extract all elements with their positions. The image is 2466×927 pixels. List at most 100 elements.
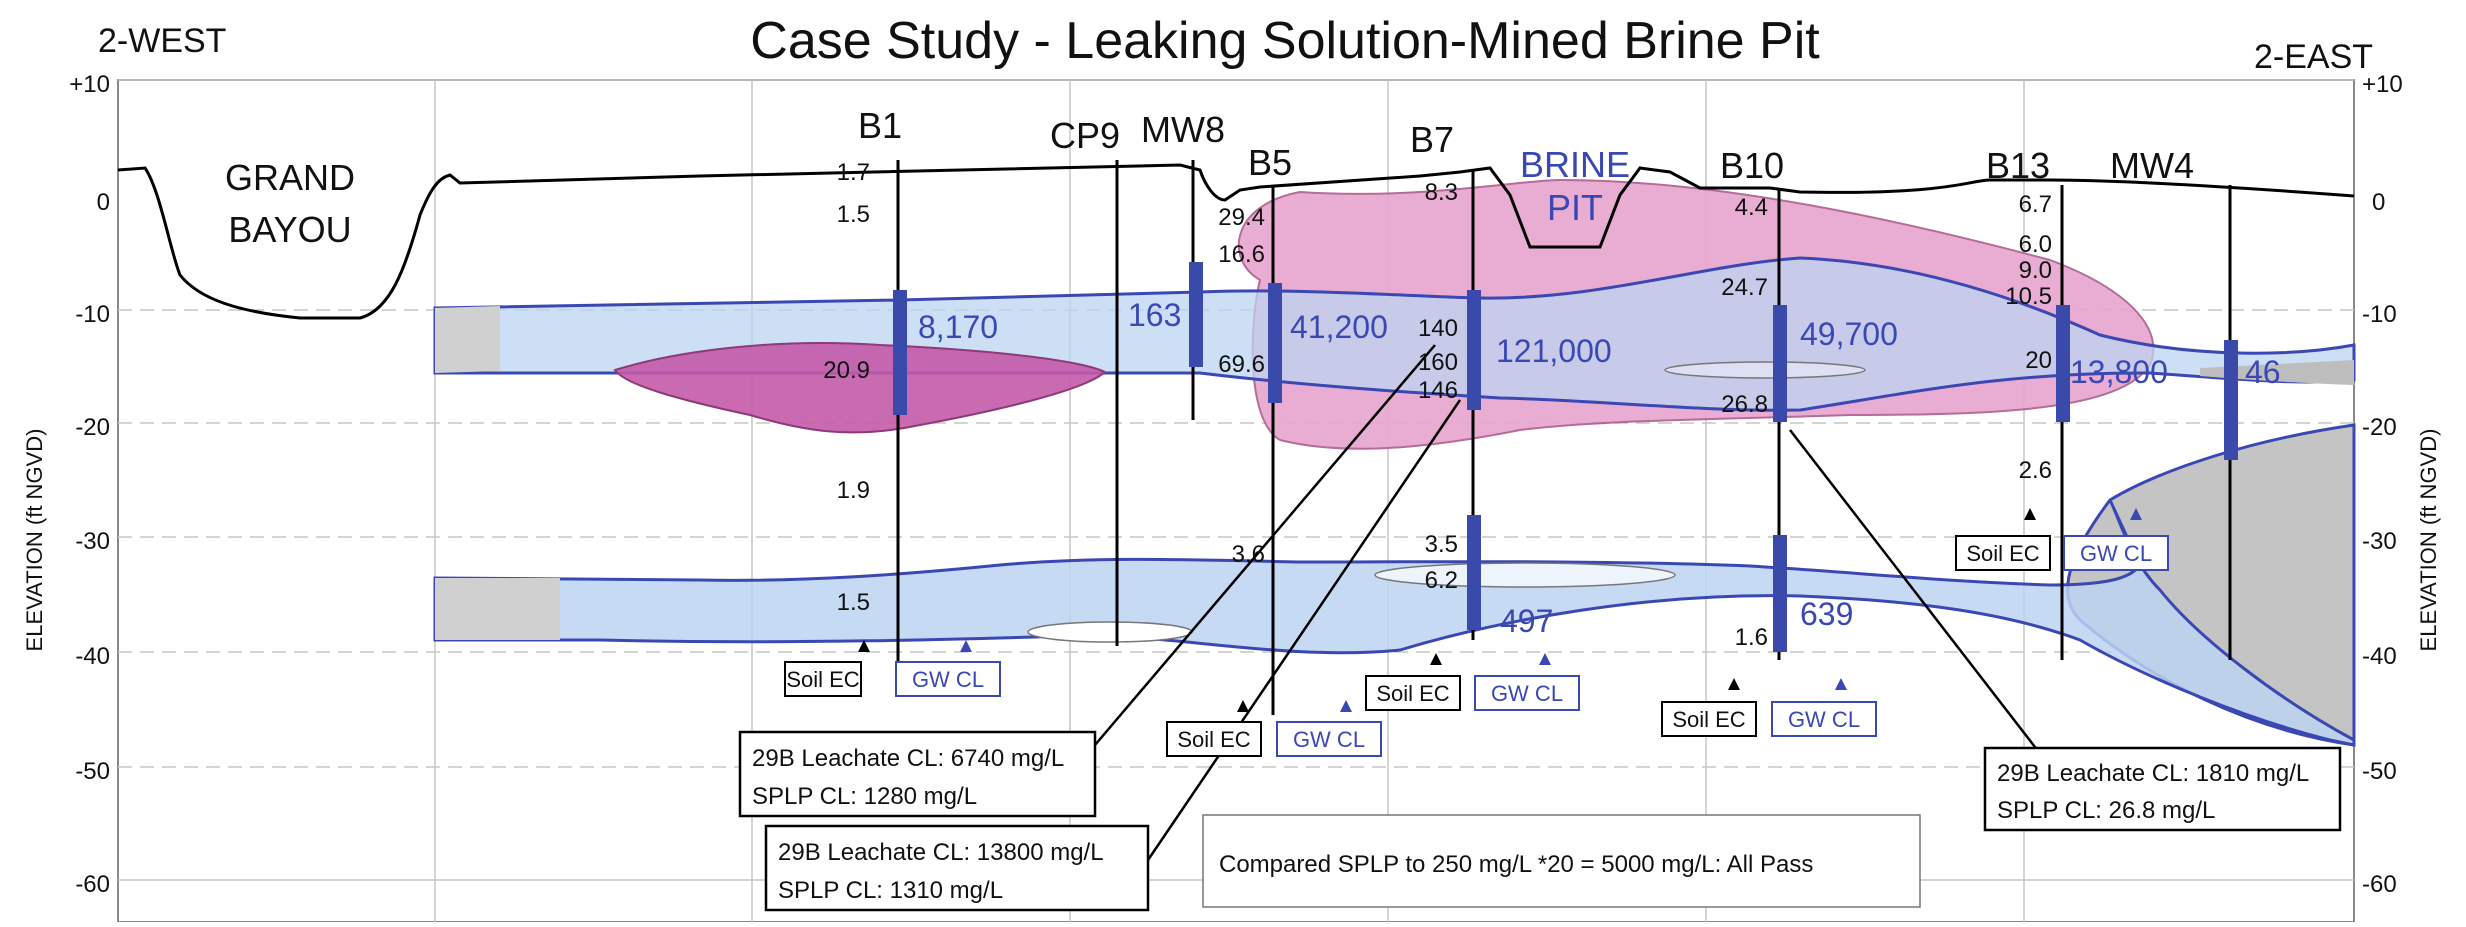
soil-b13-c: 9.0 [2019, 257, 2052, 284]
gw-box-3 [1474, 675, 1580, 711]
gray-zone-east [2200, 360, 2354, 385]
tick-left-1: 0 [97, 189, 110, 216]
tick-right-5: -40 [2362, 643, 2397, 670]
white-lens-2 [1374, 562, 1676, 588]
soil-b7-a: 8.3 [1425, 179, 1458, 206]
callout-leaders [1094, 344, 2046, 861]
well-screens [893, 262, 2238, 652]
tick-right-4: -30 [2362, 528, 2397, 555]
plot-border [117, 79, 2355, 923]
tick-right-1: 0 [2372, 189, 2385, 216]
callout-box-2 [764, 824, 1150, 912]
well-id-b1: B1 [858, 105, 902, 146]
screen-b7-upper [1467, 290, 1481, 410]
page-title: Case Study - Leaking Solution-Mined Brin… [750, 12, 1820, 70]
soil-arrow-5 [2024, 508, 2036, 520]
gw-box-2 [1276, 721, 1382, 757]
white-lens-3 [1664, 361, 1866, 379]
gray-zone-southeast [2066, 423, 2356, 747]
soil-label-4: Soil EC [1672, 707, 1745, 732]
soil-box-4 [1661, 701, 1757, 737]
gray-zone-west-upper [435, 306, 500, 373]
callout-1-line1: 29B Leachate CL: 6740 mg/L [752, 745, 1064, 772]
conc-b13: 13,800 [2070, 354, 2168, 390]
grand-bayou-label-2: BAYOU [228, 209, 351, 250]
screen-b7-lower [1467, 515, 1481, 630]
well-id-b10: B10 [1720, 145, 1784, 186]
screen-mw8 [1189, 262, 1203, 367]
gw-label-3: GW CL [1491, 681, 1563, 706]
well-id-b5: B5 [1248, 142, 1292, 183]
callout-2-line1: 29B Leachate CL: 13800 mg/L [778, 839, 1104, 866]
soil-b10-b: 24.7 [1721, 274, 1768, 301]
tick-left-0: +10 [69, 71, 110, 98]
gw-label-4: GW CL [1788, 707, 1860, 732]
callout-box-1 [738, 730, 1097, 818]
y-ticks-left: +10 0 -10 -20 -30 -40 -50 -60 [69, 71, 110, 898]
conc-b10-lower: 639 [1800, 596, 1853, 632]
screen-b5 [1268, 283, 1282, 403]
soil-b7-c: 160 [1418, 349, 1458, 376]
lower-aquifer [433, 499, 2356, 747]
soil-b10-d: 1.6 [1735, 624, 1768, 651]
soil-b1-a: 1.7 [837, 159, 870, 186]
well-id-mw4: MW4 [2110, 145, 2194, 186]
marker-arrows [858, 508, 2142, 712]
tick-left-5: -40 [75, 643, 110, 670]
soil-box-5 [1955, 535, 2051, 571]
tick-left-4: -30 [75, 528, 110, 555]
gw-arrow-4 [1835, 678, 1847, 690]
soil-label-2: Soil EC [1177, 727, 1250, 752]
tick-right-0: +10 [2362, 71, 2403, 98]
callout-3-line2: SPLP CL: 26.8 mg/L [1997, 797, 2215, 824]
conc-b1: 8,170 [918, 309, 998, 345]
soil-b1-b: 1.5 [837, 201, 870, 228]
screen-b13 [2056, 305, 2070, 422]
gw-box-5 [2063, 535, 2169, 571]
soil-b5-d: 3.6 [1232, 541, 1265, 568]
magenta-lens [613, 342, 1107, 434]
brine-pit-label-2: PIT [1547, 187, 1603, 228]
well-ids: B1 CP9 MW8 B5 B7 B10 B13 MW4 [858, 105, 2194, 186]
note-box [1202, 814, 1921, 908]
soil-arrow-4 [1728, 678, 1740, 690]
screen-mw4 [2224, 340, 2238, 460]
y-ticks-right: +10 0 -10 -20 -30 -40 -50 -60 [2362, 71, 2403, 898]
concentrations: 8,170 163 41,200 121,000 49,700 13,800 4… [918, 297, 2281, 639]
well-id-mw8: MW8 [1141, 109, 1225, 150]
gw-label-5: GW CL [2080, 541, 2152, 566]
soil-box-3 [1365, 675, 1461, 711]
soil-b5-c: 69.6 [1218, 351, 1265, 378]
soil-b13-e: 20 [2025, 347, 2052, 374]
tick-left-2: -10 [75, 301, 110, 328]
soil-b1-c: 20.9 [823, 357, 870, 384]
callout-1-line2: SPLP CL: 1280 mg/L [752, 783, 977, 810]
conc-b5: 41,200 [1290, 309, 1388, 345]
soil-b1-d: 1.9 [837, 477, 870, 504]
screen-b10-upper [1773, 305, 1787, 422]
soil-b13-f: 2.6 [2019, 457, 2052, 484]
marker-labels: Soil EC GW CL Soil EC GW CL Soil EC GW C… [786, 541, 2152, 752]
soil-label-1: Soil EC [786, 667, 859, 692]
conc-mw4: 46 [2245, 354, 2281, 390]
gw-box-1 [895, 661, 1001, 697]
gw-arrow-1 [960, 640, 972, 652]
soil-b13-a: 6.7 [2019, 191, 2052, 218]
well-id-b7: B7 [1410, 119, 1454, 160]
soil-box-2 [1166, 721, 1262, 757]
soil-arrow-3 [1430, 653, 1442, 665]
tick-left-6: -50 [75, 758, 110, 785]
well-id-b13: B13 [1986, 145, 2050, 186]
y-axis-label-left: ELEVATION (ft NGVD) [22, 429, 47, 652]
west-label: 2-WEST [98, 22, 226, 60]
soil-b7-b: 140 [1418, 315, 1458, 342]
tick-left-3: -20 [75, 414, 110, 441]
gw-label-1: GW CL [912, 667, 984, 692]
soil-label-5: Soil EC [1966, 541, 2039, 566]
soil-values: 1.7 1.5 20.9 1.9 1.5 29.4 16.6 69.6 3.6 … [823, 159, 2052, 651]
soil-arrow-2 [1237, 700, 1249, 712]
soil-b7-f: 6.2 [1425, 567, 1458, 594]
screen-b10-lower [1773, 535, 1787, 652]
y-axis-label-right: ELEVATION (ft NGVD) [2416, 429, 2441, 652]
